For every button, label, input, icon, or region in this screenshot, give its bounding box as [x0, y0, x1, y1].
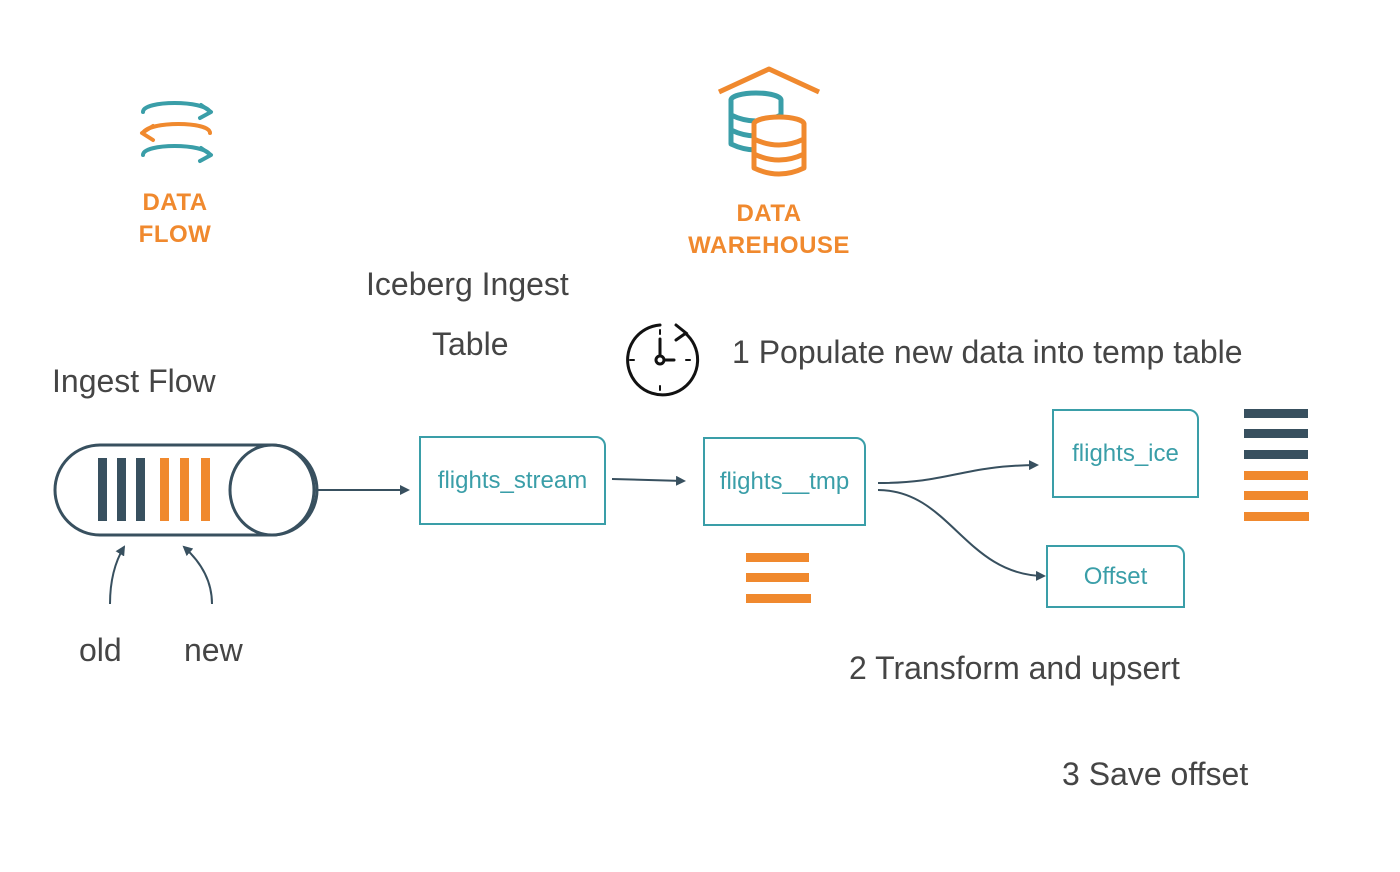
ice-data-stack	[1244, 409, 1309, 521]
offset-box[interactable]: Offset	[1046, 545, 1185, 608]
flights-stream-box[interactable]: flights_stream	[419, 436, 606, 525]
ingest-flow-label: Ingest Flow	[52, 363, 216, 399]
tmp-data-stack	[746, 553, 811, 603]
flights-ice-box[interactable]: flights_ice	[1052, 409, 1199, 498]
offset-label: Offset	[1083, 562, 1148, 590]
old-pointer-arrow	[109, 545, 126, 605]
new-label: new	[184, 632, 243, 668]
iceberg-ingest-label: Iceberg Ingest	[366, 266, 569, 302]
iceberg-table-label: Table	[432, 326, 509, 362]
data-flow-line1: DATA	[142, 189, 208, 216]
flights-tmp-label: flights__tmp	[719, 467, 850, 495]
step-2-label: 2 Transform and upsert	[849, 650, 1180, 686]
new-pointer-arrow	[182, 545, 213, 605]
step-1-label: 1 Populate new data into temp table	[732, 334, 1243, 370]
flights-stream-label: flights_stream	[437, 466, 588, 494]
arrow-tmp-to-ice	[877, 460, 1039, 484]
data-warehouse-line2: WAREHOUSE	[688, 232, 850, 259]
data-warehouse-icon	[717, 66, 821, 177]
step-3-label: 3 Save offset	[1062, 756, 1249, 792]
timer-icon	[626, 323, 700, 397]
data-flow-caption: DATA FLOW	[110, 187, 240, 251]
data-flow-line2: FLOW	[138, 221, 212, 248]
arrow-stream-to-tmp	[611, 475, 686, 486]
flights-ice-label: flights_ice	[1072, 439, 1179, 467]
data-warehouse-line1: DATA	[736, 200, 802, 227]
data-warehouse-caption: DATA WAREHOUSE	[669, 198, 869, 262]
data-flow-icon	[140, 101, 213, 163]
flights-tmp-box[interactable]: flights__tmp	[703, 437, 866, 526]
queue-icon	[53, 443, 319, 537]
arrow-tmp-to-offset	[877, 489, 1046, 581]
old-label: old	[79, 632, 122, 668]
